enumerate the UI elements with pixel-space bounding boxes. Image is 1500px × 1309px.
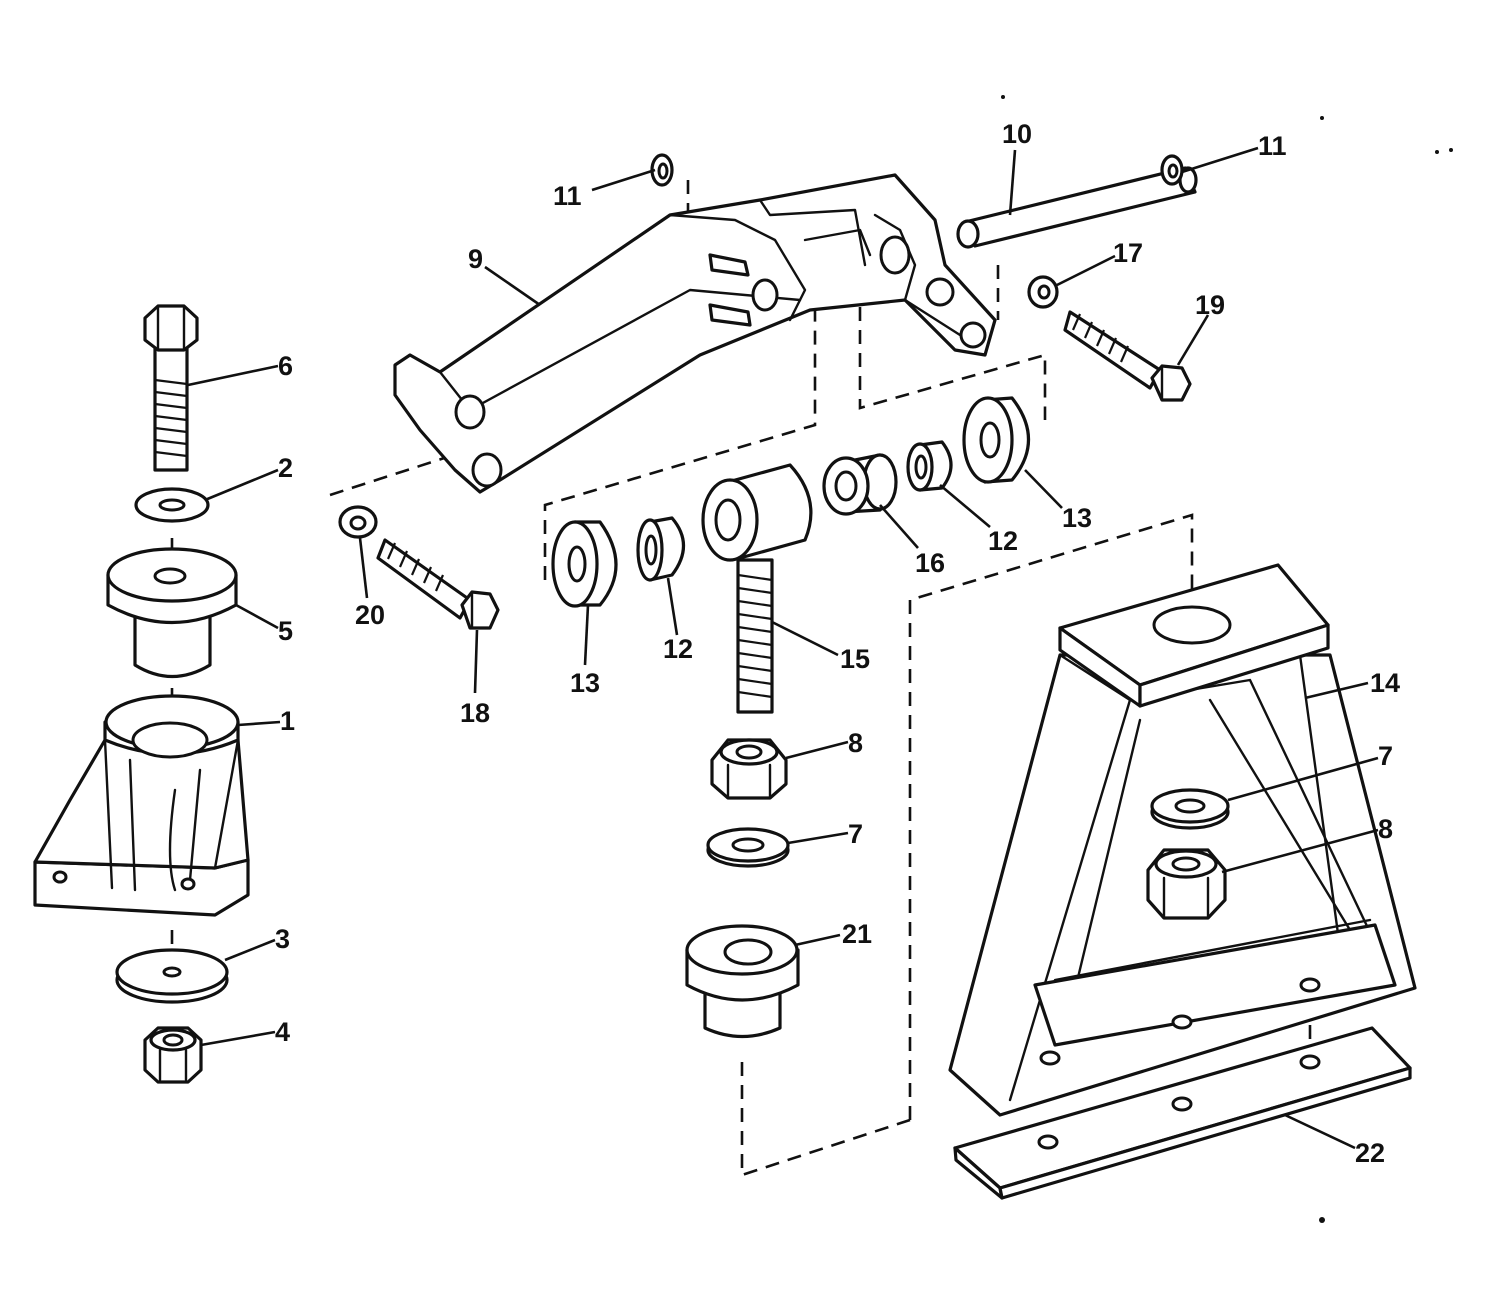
part-6-hex-bolt [143,304,199,472]
callout-labels: 1 2 3 4 5 6 7 7 8 8 9 10 11 11 12 12 13 … [275,119,1400,1168]
callout-12-left: 12 [663,634,693,664]
part-4-lock-nut [143,1026,203,1084]
callout-2: 2 [278,453,293,483]
callout-5: 5 [278,616,293,646]
part-7-washer-center [706,827,790,868]
part-16-bushing [822,453,898,516]
part-8-hex-nut-center [710,738,788,800]
callout-13-left: 13 [570,668,600,698]
part-9-support-bracket [393,173,997,494]
callout-10: 10 [1002,119,1032,149]
part-7-washer-stand [1150,788,1230,830]
callout-20: 20 [355,600,385,630]
callout-3: 3 [275,924,290,954]
part-2-washer [134,487,210,523]
callout-13-right: 13 [1062,503,1092,533]
callout-11-left: 11 [553,181,582,211]
part-17-lock-washer [1027,275,1059,309]
part-3-flat-washer [115,948,229,1004]
scan-specks [1001,95,1453,1223]
callout-7-center: 7 [848,819,863,849]
callout-15: 15 [840,644,870,674]
leader-lines [187,146,1379,1150]
callout-7-stand: 7 [1378,741,1393,771]
callout-4: 4 [275,1017,290,1047]
callout-1: 1 [280,706,295,736]
part-12-sleeve-left [636,516,685,582]
part-21-rubber-mount [685,924,800,1038]
part-13-bushing-right [962,396,1031,484]
callout-12-right: 12 [988,526,1018,556]
callout-14: 14 [1370,668,1400,698]
callout-22: 22 [1355,1138,1385,1168]
part-5-rubber-mount [106,547,238,679]
part-19-bolt [1063,310,1192,402]
part-13-bushing-left [551,520,618,608]
callout-18: 18 [460,698,490,728]
part-15-rod-end [701,463,813,714]
part-10-pivot-pin [956,166,1198,249]
callout-16: 16 [915,548,945,578]
callout-8-center: 8 [848,728,863,758]
callout-11-right: 11 [1258,131,1287,161]
callout-21: 21 [842,919,872,949]
callout-6: 6 [278,351,293,381]
part-1-mount-base [33,694,250,917]
callout-9: 9 [468,244,483,274]
callout-19: 19 [1195,290,1225,320]
part-20-lock-washer [338,505,378,539]
part-12-sleeve-right [906,440,953,492]
part-18-bolt [376,538,500,630]
part-8-hex-nut-stand [1146,848,1227,920]
part-11-retaining-clip-right [1160,154,1184,186]
part-22-base-plate [953,1026,1412,1200]
callout-8-stand: 8 [1378,814,1393,844]
callout-17: 17 [1113,238,1143,268]
